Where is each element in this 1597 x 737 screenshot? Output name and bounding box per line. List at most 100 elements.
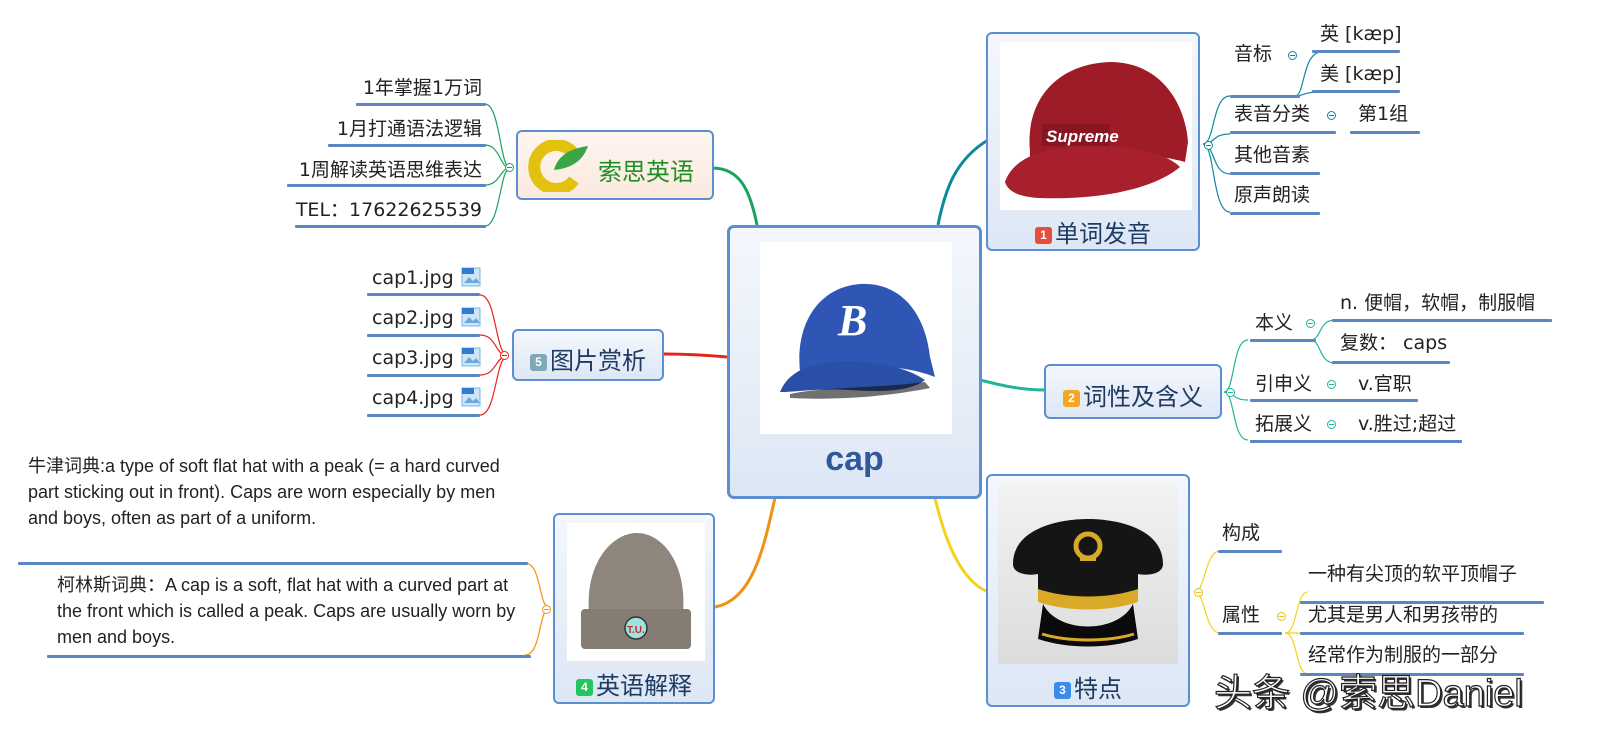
underline: [1230, 131, 1336, 134]
underline: [1230, 95, 1300, 98]
brand-item: 1周解读英语思维表达: [298, 159, 482, 181]
underline: [1218, 550, 1282, 553]
meaning-extended: v.官职: [1358, 373, 1412, 395]
phonetic-us: 美 [kæp]: [1320, 63, 1402, 85]
underline: [1300, 632, 1524, 635]
sub-topic-attributes: 属性: [1222, 604, 1261, 626]
attribute-item: 一种有尖顶的软平顶帽子: [1308, 563, 1518, 585]
underline: [367, 374, 480, 377]
collapse-toggle[interactable]: [1306, 319, 1315, 328]
collapse-toggle[interactable]: [1194, 588, 1203, 597]
oxford-definition: 牛津词典:a type of soft flat hat with a peak…: [28, 456, 500, 528]
watermark: 头条 @索思Daniel: [1213, 672, 1523, 715]
collapse-toggle[interactable]: [1327, 380, 1336, 389]
meaning-noun: n. 便帽，软帽，制服帽: [1340, 292, 1536, 314]
beanie-image: T.U.: [567, 523, 705, 661]
sub-topic-phoneme-group: 表音分类: [1234, 103, 1311, 125]
badge-1: 1: [1035, 227, 1052, 244]
svg-text:Supreme: Supreme: [1046, 127, 1119, 146]
sub-topic-extended: 引申义: [1255, 373, 1313, 395]
sub-topic-expanded: 拓展义: [1255, 413, 1313, 435]
jpg-file-icon: [461, 387, 481, 407]
meaning-expanded: v.胜过;超过: [1358, 413, 1457, 435]
underline: [287, 184, 486, 187]
underline: [1300, 601, 1544, 604]
brand-node[interactable]: 索思英语: [505, 130, 714, 200]
beanie-icon: T.U.: [581, 533, 691, 649]
collapse-toggle[interactable]: [1226, 388, 1235, 397]
phonetic-uk: 英 [kæp]: [1320, 23, 1402, 45]
jpg-file-icon: [461, 307, 481, 327]
collapse-toggle[interactable]: [500, 351, 509, 360]
underline: [1250, 339, 1316, 342]
underline: [1230, 172, 1320, 175]
jpg-file-icon: [461, 267, 481, 287]
underline: [1332, 319, 1552, 322]
underline: [47, 655, 531, 658]
collapse-toggle[interactable]: [1327, 420, 1336, 429]
underline: [367, 334, 480, 337]
svg-text:T.U.: T.U.: [627, 625, 645, 636]
underline: [295, 225, 486, 228]
jpg-file-icon: [461, 347, 481, 367]
sub-topic-audio: 原声朗读: [1234, 184, 1311, 206]
baseball-cap-icon: B: [780, 283, 935, 399]
image-attachment-cap3[interactable]: cap3.jpg: [372, 346, 482, 370]
attribute-item: 经常作为制服的一部分: [1308, 644, 1499, 666]
underline: [1312, 50, 1400, 53]
svg-text:B: B: [837, 296, 867, 345]
underline: [1300, 673, 1524, 676]
image-attachment-cap1[interactable]: cap1.jpg: [372, 266, 482, 290]
collapse-toggle[interactable]: [542, 605, 551, 614]
underline: [328, 144, 486, 147]
underline: [1250, 399, 1418, 402]
underline: [367, 293, 480, 296]
collins-definition: 柯林斯词典：A cap is a soft, flat hat with a c…: [57, 575, 516, 647]
brand-item: 1年掌握1万词: [362, 77, 482, 99]
underline: [1350, 131, 1420, 134]
central-topic-label: cap: [825, 440, 884, 478]
brand-item: 1月打通语法逻辑: [336, 118, 482, 140]
brand-label: 索思英语: [598, 158, 694, 186]
meaning-plural: 复数： caps: [1340, 332, 1448, 354]
underline: [1218, 632, 1282, 635]
blue-cap-image: B: [760, 242, 952, 434]
image-attachment-cap4[interactable]: cap4.jpg: [372, 386, 482, 410]
uniform-cap-icon: [1013, 519, 1163, 647]
sub-topic-other-phonemes: 其他音素: [1234, 144, 1311, 166]
badge-4: 4: [576, 679, 593, 696]
underline: [367, 414, 480, 417]
badge-3: 3: [1054, 682, 1071, 699]
suosi-logo-icon: [528, 140, 588, 192]
collapse-toggle[interactable]: [1327, 111, 1336, 120]
badge-2: 2: [1063, 390, 1080, 407]
sub-topic-literal: 本义: [1255, 312, 1294, 334]
badge-5: 5: [530, 354, 547, 371]
underline: [356, 103, 486, 106]
underline: [1312, 90, 1400, 93]
central-topic[interactable]: B cap: [727, 225, 982, 499]
underline: [1250, 440, 1462, 443]
sub-topic-composition: 构成: [1222, 522, 1261, 544]
collapse-toggle[interactable]: [1204, 141, 1213, 150]
brand-item: TEL：17622625539: [295, 199, 482, 221]
collapse-toggle[interactable]: [1277, 612, 1286, 621]
underline: [1230, 212, 1320, 215]
underline: [1332, 361, 1450, 364]
collapse-toggle[interactable]: [1288, 51, 1297, 60]
sub-topic-phonetics: 音标: [1234, 43, 1273, 65]
snapback-cap-icon: Supreme: [1005, 62, 1188, 199]
collapse-toggle[interactable]: [505, 163, 514, 172]
image-attachment-cap2[interactable]: cap2.jpg: [372, 306, 482, 330]
underline: [18, 562, 528, 565]
